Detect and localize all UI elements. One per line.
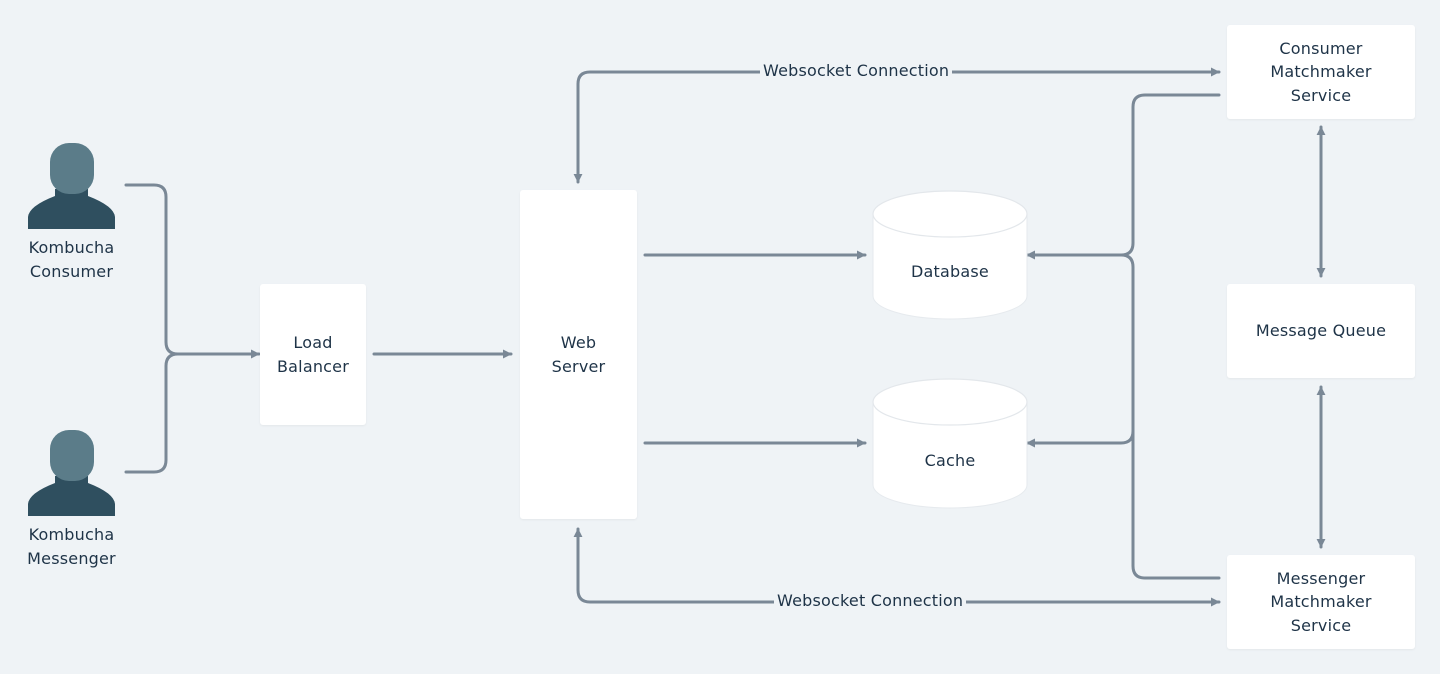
cache-cylinder xyxy=(872,378,1028,509)
web-server-label: Web Server xyxy=(551,333,606,376)
messenger-matchmaker-node: Messenger Matchmaker Service xyxy=(1227,555,1415,649)
matchmakers-to-cache-connector xyxy=(1025,429,1135,448)
person-icon xyxy=(28,143,115,229)
message-queue-label: Message Queue xyxy=(1255,321,1387,341)
actor-label-consumer: Kombucha Consumer xyxy=(28,238,115,281)
bottom-websocket-label: Websocket Connection xyxy=(774,591,967,610)
top-websocket-connector xyxy=(573,67,1221,184)
consumer-to-lb-connector xyxy=(124,183,261,359)
consumer-matchmaker-label: Consumer Matchmaker Service xyxy=(1270,38,1372,105)
cache-label: Cache xyxy=(924,451,976,470)
message-queue-node: Message Queue xyxy=(1227,284,1415,378)
person-icon xyxy=(28,430,115,516)
database-cylinder xyxy=(872,190,1028,320)
bottom-websocket-connector xyxy=(573,527,1221,607)
load-balancer-node: Load Balancer xyxy=(260,284,366,425)
load-balancer-label: Load Balancer xyxy=(277,333,349,376)
actor-label-messenger: Kombucha Messenger xyxy=(27,525,116,568)
top-websocket-label: Websocket Connection xyxy=(760,61,953,80)
messenger-matchmaker-label: Messenger Matchmaker Service xyxy=(1270,568,1372,635)
consumer-matchmaker-node: Consumer Matchmaker Service xyxy=(1227,25,1415,119)
messenger-matchmaker-to-storage-connector xyxy=(1119,253,1221,580)
database-label: Database xyxy=(911,262,989,281)
web-server-node: Web Server xyxy=(520,190,637,519)
consumer-matchmaker-to-storage-connector xyxy=(1025,93,1221,260)
messenger-to-lb-connector xyxy=(124,352,180,474)
